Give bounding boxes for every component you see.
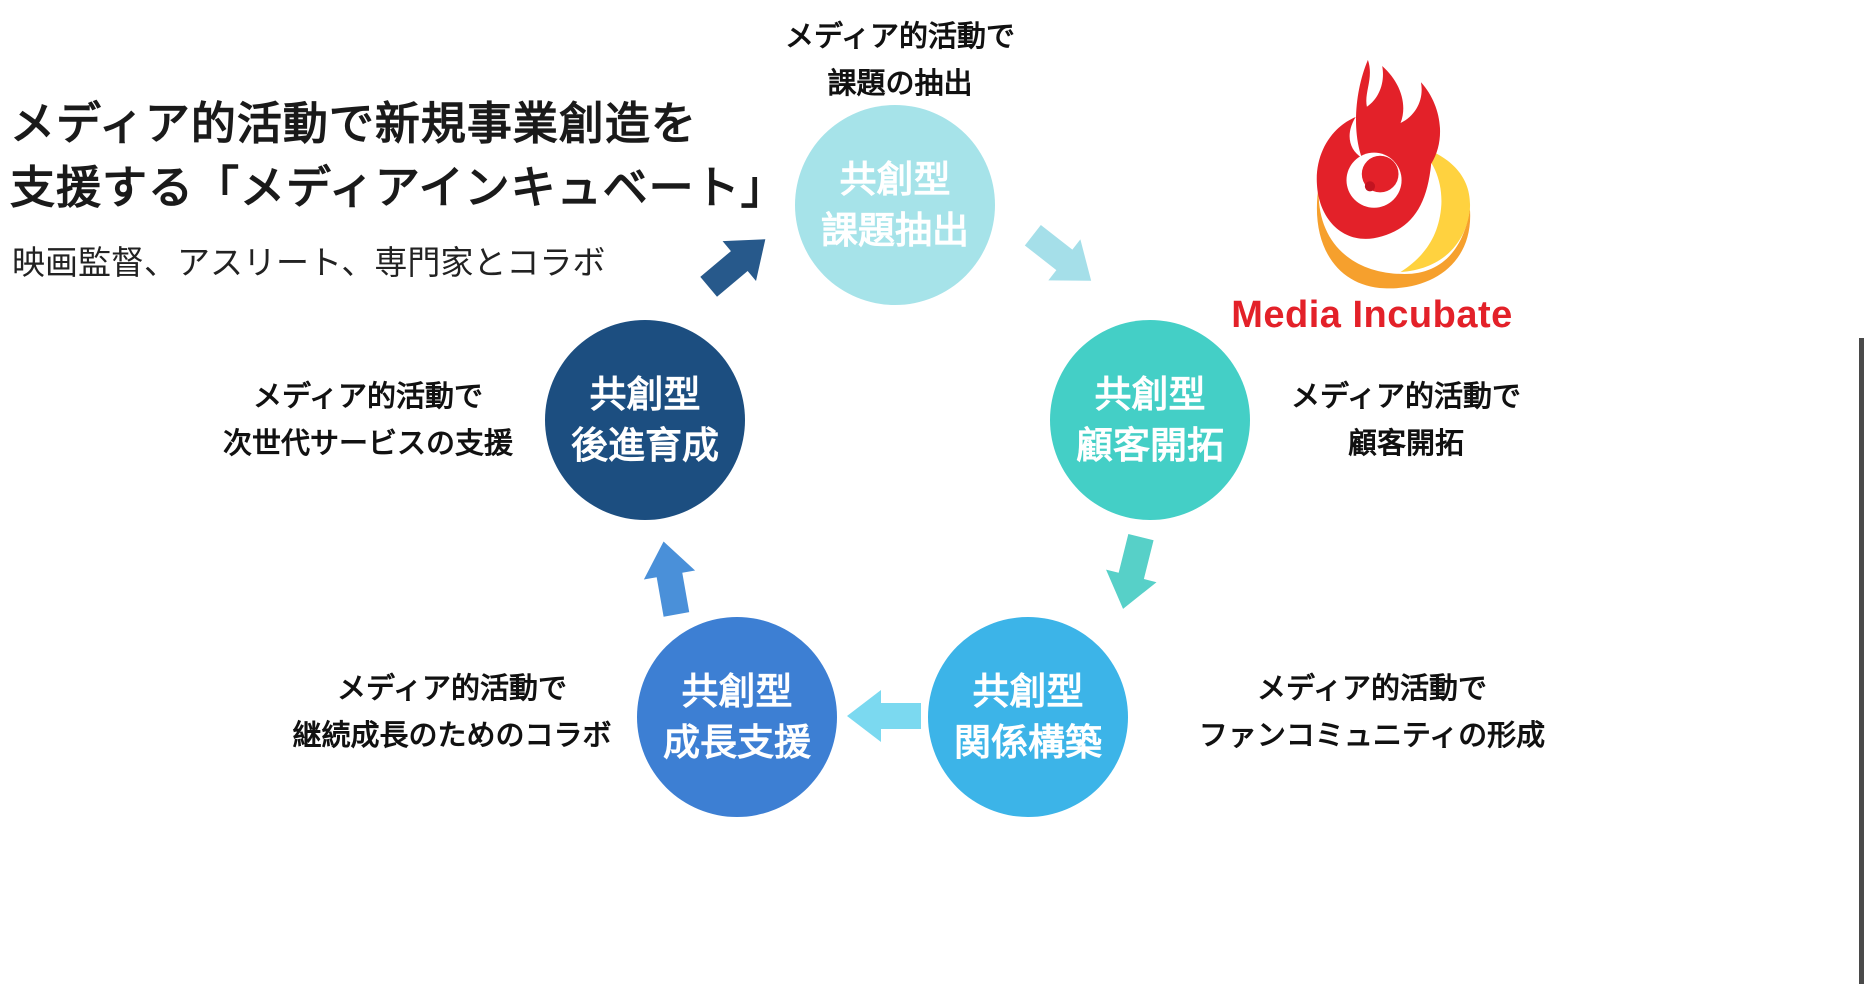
caption-issue-extraction: メディア的活動で 課題の抽出	[785, 14, 1015, 108]
page-title: メディア的活動で新規事業創造を 支援する「メディアインキュベート」	[10, 92, 787, 220]
node-label-line1: 共創型	[589, 373, 701, 415]
arrow-relationship-to-growth-icon	[847, 690, 921, 742]
arrow-issue-to-customer-icon	[1024, 224, 1092, 281]
node-label-line2: 顧客開拓	[1076, 425, 1224, 466]
arrow-customer-to-relationship-icon	[1106, 533, 1157, 609]
caption-line1: メディア的活動で	[1291, 381, 1521, 413]
caption-growth-support: メディア的活動で 継続成長のためのコラボ	[292, 666, 611, 760]
logo-wordmark: Media Incubate	[1231, 294, 1513, 336]
node-label-line2: 成長支援	[663, 722, 811, 763]
page-subtitle: 映画監督、アスリート、専門家とコラボ	[12, 244, 606, 281]
caption-customer-development: メディア的活動で 顧客開拓	[1291, 374, 1521, 468]
node-label-line1: 共創型	[839, 158, 951, 200]
node-label-line2: 後進育成	[571, 425, 719, 466]
caption-line2: 次世代サービスの支援	[222, 427, 514, 460]
node-label-line2: 課題抽出	[821, 210, 969, 251]
caption-line1: メディア的活動で	[785, 21, 1015, 53]
page-title-line1: メディア的活動で新規事業創造を	[10, 98, 697, 149]
caption-line2: 顧客開拓	[1347, 427, 1465, 460]
caption-line2: ファンコミュニティの形成	[1198, 719, 1546, 752]
page-title-line2: 支援する「メディアインキュベート」	[10, 161, 787, 213]
arrow-growth-to-successor-icon	[643, 541, 696, 617]
rooster-flame-icon	[1316, 59, 1471, 289]
caption-line1: メディア的活動で	[253, 381, 483, 413]
caption-successor-training: メディア的活動で 次世代サービスの支援	[223, 374, 513, 468]
cycle-node-relationship-building: 共創型 関係構築	[928, 617, 1128, 817]
node-label-line1: 共創型	[681, 670, 793, 712]
caption-line1: メディア的活動で	[337, 673, 567, 705]
cycle-node-customer-development: 共創型 顧客開拓	[1050, 320, 1250, 520]
node-label-line1: 共創型	[1094, 373, 1206, 415]
node-label-line2: 関係構築	[954, 722, 1102, 763]
cycle-node-successor-training: 共創型 後進育成	[545, 320, 745, 520]
caption-line2: 継続成長のためのコラボ	[292, 719, 612, 752]
cycle-node-issue-extraction: 共創型 課題抽出	[795, 105, 995, 305]
right-edge-strip	[1859, 338, 1864, 984]
caption-line2: 課題の抽出	[827, 67, 973, 100]
arrow-successor-to-issue-icon	[700, 239, 766, 297]
media-incubate-logo: Media Incubate	[1231, 52, 1513, 337]
cycle-node-growth-support: 共創型 成長支援	[637, 617, 837, 817]
node-label-line1: 共創型	[972, 670, 1084, 712]
caption-relationship-building: メディア的活動で ファンコミュニティの形成	[1199, 666, 1545, 760]
caption-line1: メディア的活動で	[1257, 673, 1487, 705]
